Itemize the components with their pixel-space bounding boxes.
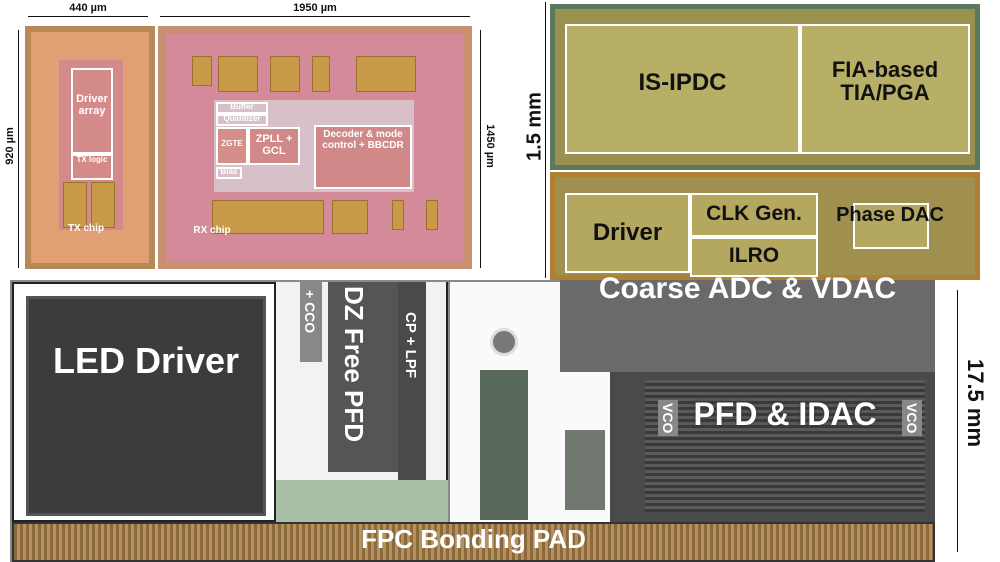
tx-block-driver-array: Driver array — [76, 93, 108, 117]
block-led-driver: LED Driver — [52, 340, 240, 381]
tx-width-label: 440 µm — [69, 2, 107, 14]
rx-width-arrow — [160, 16, 470, 17]
height-label: 17.5 mm — [963, 358, 988, 448]
block-vco-left: VCO — [658, 400, 678, 437]
rx-block-quantizer: Quantizer — [223, 114, 261, 123]
rx-chip-label: RX chip — [193, 225, 231, 236]
tx-width-arrow — [28, 16, 148, 17]
rx-block-buffer: Buffer — [230, 102, 254, 111]
rx-block-zgte: ZGTE — [221, 139, 243, 148]
height-arrow — [957, 290, 958, 552]
rx-height-label: 1450 µm — [484, 124, 496, 168]
receiver-die-panel: 1.5 mm IS-IPDC FIA-based TIA/PGA Driver … — [505, 0, 1000, 280]
fpc-bonding-pad-label: FPC Bonding PAD — [361, 524, 586, 554]
rx-block-bias: Bias — [220, 167, 238, 176]
block-is-ipdc: IS-IPDC — [638, 69, 727, 96]
block-driver: Driver — [592, 219, 663, 246]
tx-die: Driver array TX logic TX chip — [25, 26, 155, 269]
rx-block-zpll-gcl: ZPLL + GCL — [255, 133, 293, 157]
tx-block-logic: TX logic — [76, 155, 108, 164]
block-vco-right: VCO — [902, 400, 922, 437]
rx-block-decoder: Decoder & mode control + BBCDR — [322, 129, 404, 151]
block-cp-lpf: CP + LPF — [402, 312, 419, 378]
tx-chip-label: TX chip — [67, 223, 105, 234]
rx-width-label: 1950 µm — [293, 2, 337, 14]
block-cco: + CCO — [302, 290, 318, 334]
block-coarse-adc-vdac: Coarse ADC & VDAC — [598, 272, 897, 305]
tx-height-label: 920 µm — [4, 127, 16, 165]
block-phase-dac: Phase DAC — [836, 204, 944, 226]
block-fia-tia-pga: FIA-based TIA/PGA — [831, 57, 939, 106]
height-arrow — [545, 2, 546, 278]
block-ilro: ILRO — [728, 244, 780, 267]
rx-height-arrow — [480, 30, 481, 268]
block-pfd-idac: PFD & IDAC — [693, 396, 877, 432]
led-driver-die-panel: LED Driver + CCO DZ Free PFD CP + LPF Co… — [0, 272, 1000, 562]
rx-die: Buffer Quantizer ZGTE ZPLL + GCL Bias De… — [158, 26, 472, 269]
block-dz-free-pfd: DZ Free PFD — [339, 286, 369, 443]
tx-rx-die-panel: 440 µm 1950 µm 920 µm 1450 µm Driver arr… — [0, 0, 500, 275]
block-clk-gen: CLK Gen. — [706, 202, 802, 225]
tx-height-arrow — [18, 30, 19, 268]
height-label: 1.5 mm — [523, 92, 546, 161]
